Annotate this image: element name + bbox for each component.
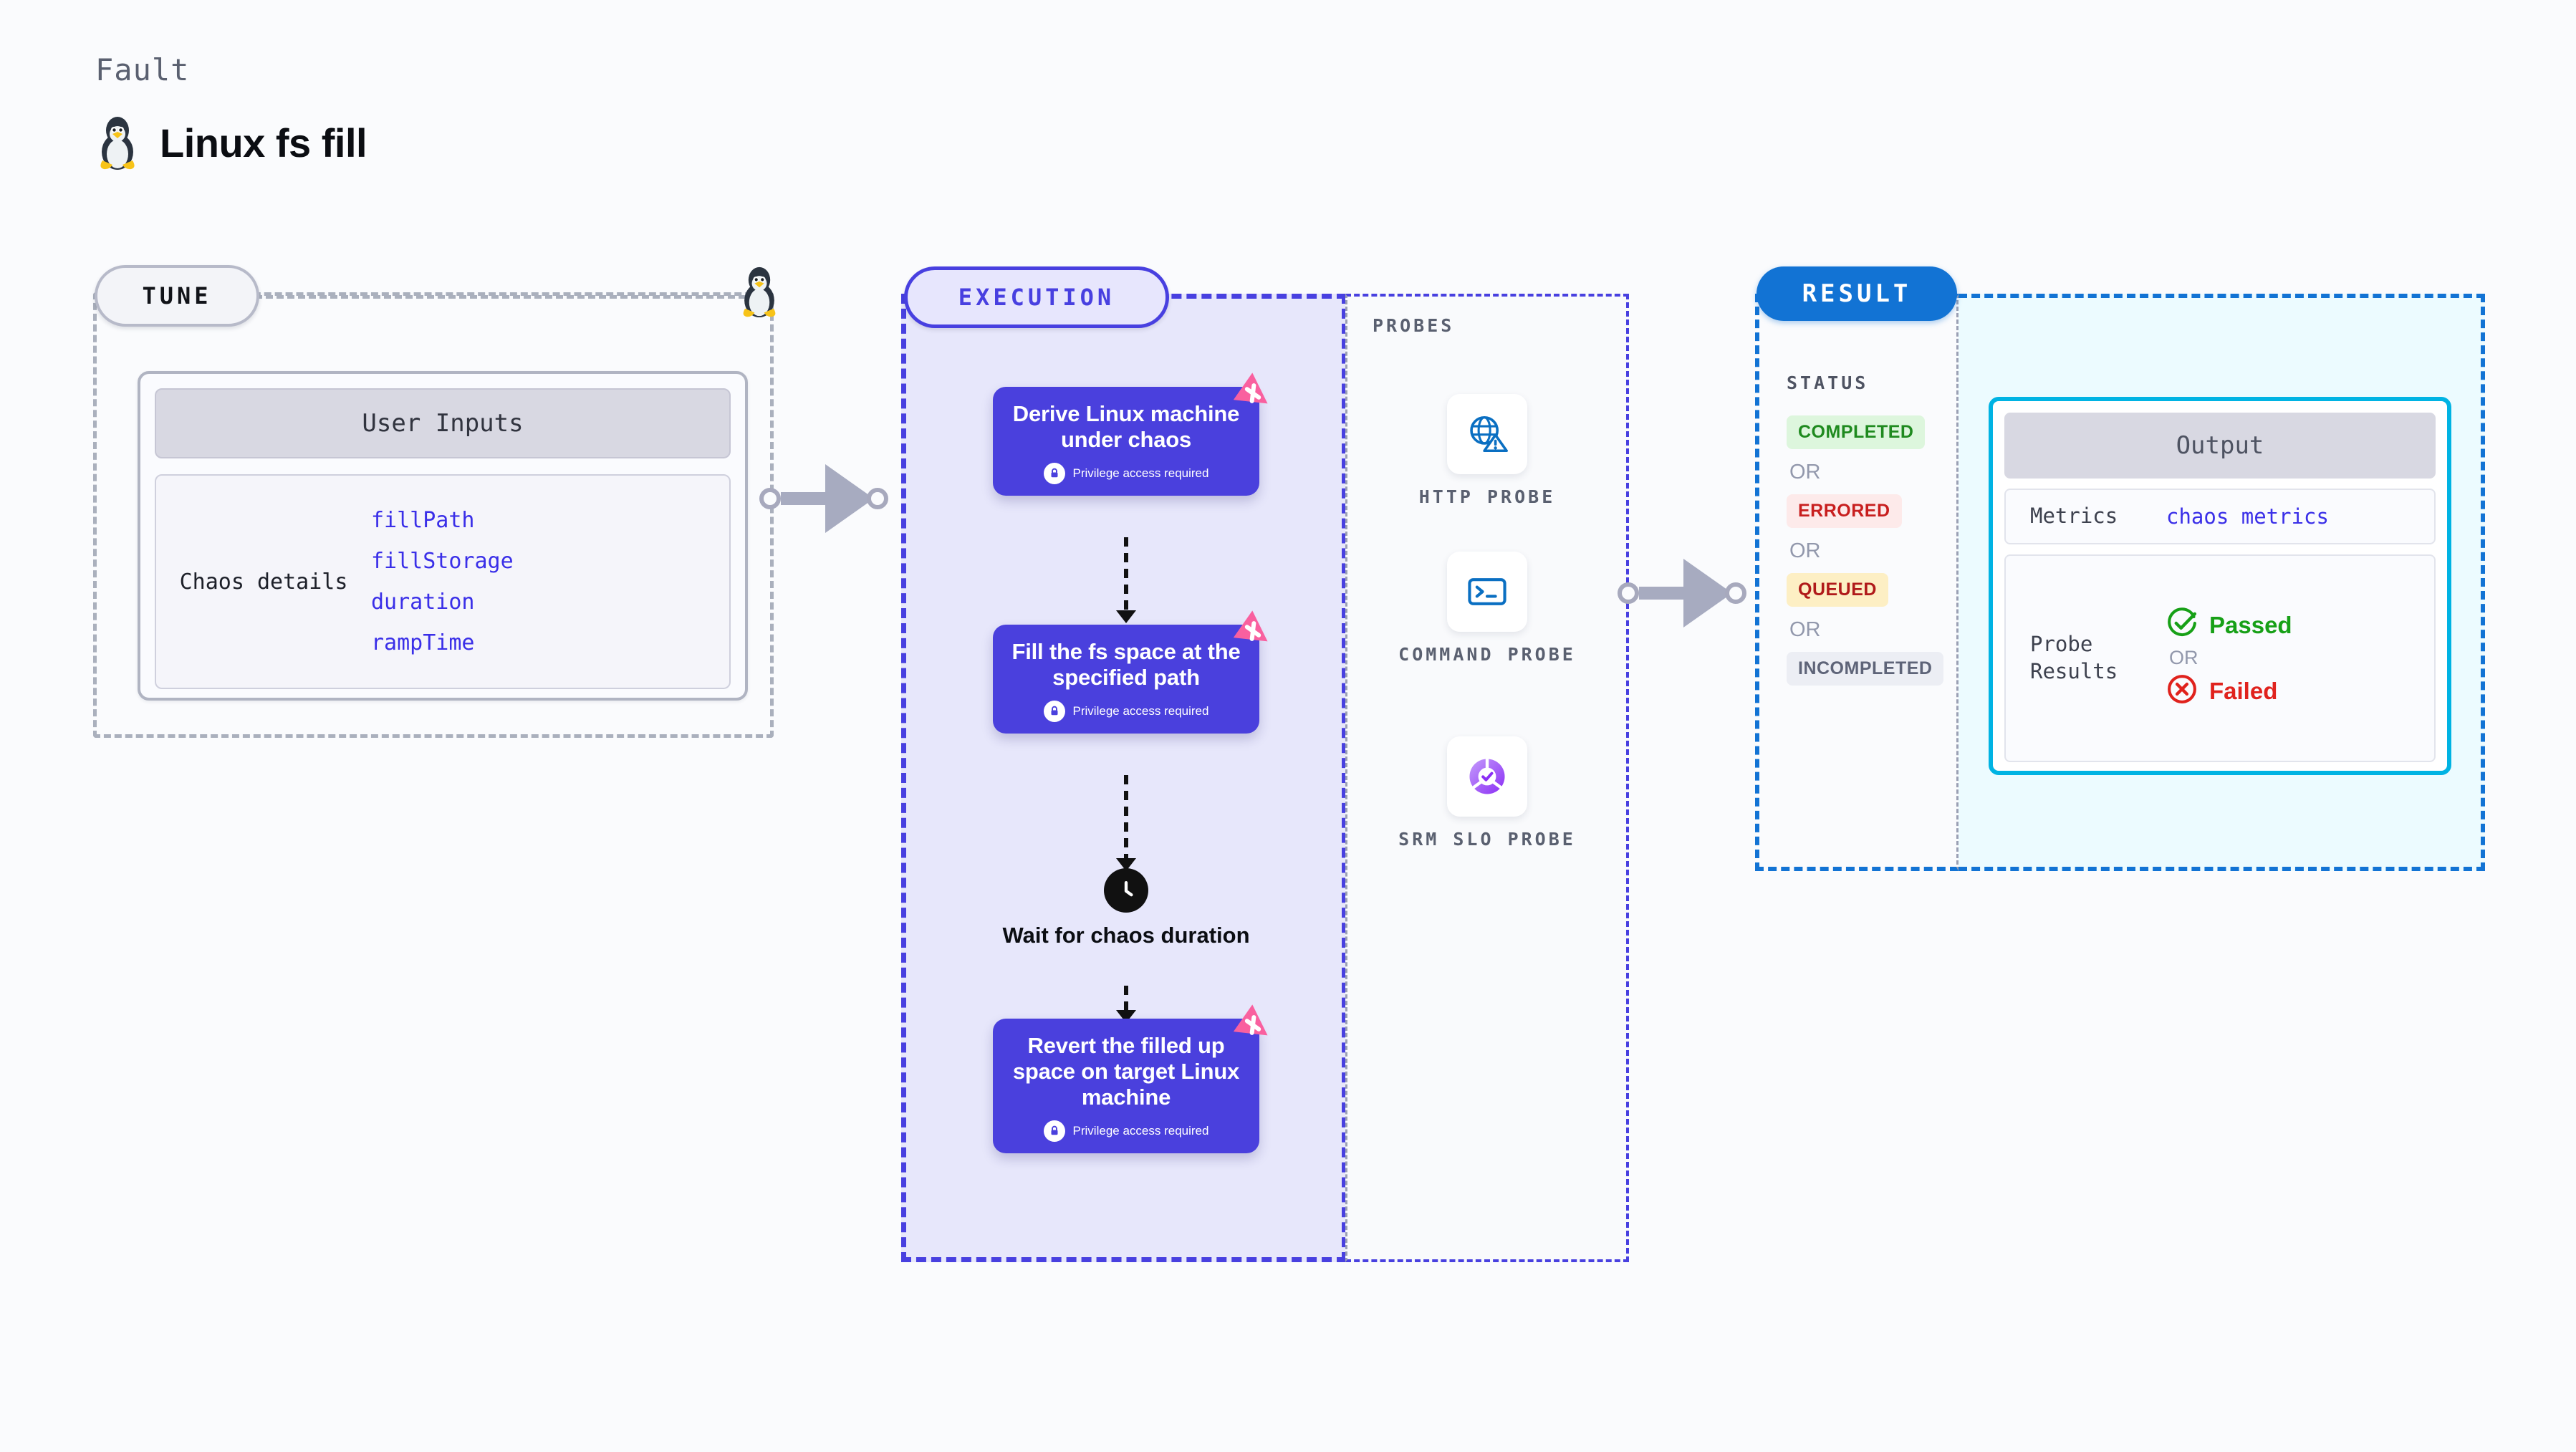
execution-phase-badge[interactable]: EXECUTION — [904, 266, 1169, 328]
chaos-param-fillpath[interactable]: fillPath — [371, 508, 475, 533]
probe-result-failed-label: Failed — [2209, 677, 2278, 704]
check-circle-icon — [2166, 607, 2198, 643]
connector-handle-start[interactable] — [1618, 582, 1639, 604]
tux-penguin-icon — [738, 265, 781, 318]
connector-handle-end[interactable] — [867, 488, 888, 509]
status-list: COMPLETED OR ERRORED OR QUEUED OR INCOMP… — [1787, 415, 1951, 686]
probe-label-command: COMMAND PROBE — [1398, 644, 1576, 665]
output-probe-results-key: Probe Results — [2030, 632, 2118, 683]
result-phase-badge[interactable]: RESULT — [1756, 266, 1957, 321]
connector-handle-start[interactable] — [759, 488, 781, 509]
connector-bar — [1639, 587, 1685, 600]
privilege-note-text: Privilege access required — [1072, 466, 1209, 480]
chaos-details-label: Chaos details — [179, 569, 348, 595]
connector-step1-to-step2 — [1116, 537, 1136, 623]
probe-item-srm-slo[interactable]: SRM SLO PROBE — [1380, 736, 1595, 851]
chaos-param-fillstorage[interactable]: fillStorage — [371, 549, 514, 574]
status-or-label: OR — [1789, 461, 1821, 484]
fault-kicker-label: Fault — [95, 52, 190, 87]
chaos-param-list: fillPath fillStorage duration rampTime — [371, 508, 514, 655]
page-title: Linux fs fill — [160, 120, 367, 165]
output-metrics-value[interactable]: chaos metrics — [2166, 504, 2329, 529]
probe-result-passed: Passed — [2166, 607, 2292, 643]
connector-probes-to-result — [1618, 559, 1746, 628]
status-badge-errored: ERRORED — [1787, 494, 1902, 528]
privilege-note: Privilege access required — [1043, 700, 1209, 722]
lock-icon — [1043, 700, 1065, 722]
connector-bar — [781, 492, 827, 505]
execution-step-card[interactable]: Fill the fs space at the specified path … — [993, 610, 1268, 734]
execution-step-title: Fill the fs space at the specified path — [1011, 639, 1241, 690]
execution-step-title: Derive Linux machine under chaos — [1012, 401, 1240, 452]
chaos-flag-icon — [1231, 609, 1275, 653]
status-badge-incompleted: INCOMPLETED — [1787, 652, 1944, 686]
status-or-label: OR — [1789, 618, 1821, 641]
status-or-label: OR — [1789, 539, 1821, 562]
globe-warning-icon — [1447, 394, 1527, 474]
privilege-note-text: Privilege access required — [1072, 1123, 1209, 1138]
connector-step2-to-wait — [1116, 775, 1136, 871]
tune-connector-line — [255, 295, 756, 299]
connector-wait-to-step3 — [1116, 986, 1136, 1023]
lock-icon — [1043, 1120, 1065, 1142]
output-card-header: Output — [2004, 413, 2436, 479]
fault-title-row: Linux fs fill — [95, 115, 367, 170]
probe-result-passed-label: Passed — [2209, 611, 2292, 638]
output-card: Output Metrics chaos metrics Probe Resul… — [1989, 397, 2451, 775]
status-badge-queued: QUEUED — [1787, 573, 1888, 607]
probe-label-srm-slo: SRM SLO PROBE — [1398, 829, 1576, 850]
tune-phase-badge[interactable]: TUNE — [95, 265, 259, 327]
wait-node: Wait for chaos duration — [993, 868, 1259, 949]
connector-handle-end[interactable] — [1725, 582, 1746, 604]
user-inputs-header: User Inputs — [155, 388, 731, 458]
privilege-note-text: Privilege access required — [1072, 703, 1209, 718]
probes-heading: PROBES — [1373, 315, 1455, 336]
execution-step-title: Revert the filled up space on target Lin… — [1012, 1033, 1240, 1110]
chaos-details-box: Chaos details fillPath fillStorage durat… — [155, 474, 731, 689]
probe-label-http: HTTP PROBE — [1418, 486, 1556, 507]
privilege-note: Privilege access required — [1043, 462, 1209, 484]
output-probe-results-values: Passed OR Failed — [2166, 607, 2292, 708]
output-row-probe-results: Probe Results Passed OR — [2004, 554, 2436, 762]
connector-arrowhead — [1683, 559, 1732, 628]
output-metrics-key: Metrics — [2030, 504, 2118, 528]
execution-step-card[interactable]: Revert the filled up space on target Lin… — [993, 1004, 1268, 1153]
output-row-metrics: Metrics chaos metrics — [2004, 489, 2436, 544]
wait-node-label: Wait for chaos duration — [1002, 923, 1250, 948]
probe-item-http[interactable]: HTTP PROBE — [1380, 394, 1595, 509]
chaos-flag-icon — [1231, 371, 1275, 415]
tux-penguin-icon — [95, 115, 140, 170]
probe-result-or-label: OR — [2169, 647, 2198, 669]
privilege-note: Privilege access required — [1043, 1120, 1209, 1142]
chaos-param-ramptime[interactable]: rampTime — [371, 630, 475, 655]
terminal-icon — [1447, 552, 1527, 632]
chaos-param-duration[interactable]: duration — [371, 590, 475, 615]
chaos-flag-icon — [1231, 1003, 1275, 1047]
slo-donut-check-icon — [1447, 736, 1527, 817]
connector-tune-to-execution — [759, 464, 888, 533]
probe-result-failed: Failed — [2166, 673, 2292, 708]
probe-item-command[interactable]: COMMAND PROBE — [1380, 552, 1595, 666]
execution-step-card[interactable]: Derive Linux machine under chaos Privile… — [993, 372, 1268, 496]
lock-icon — [1043, 462, 1065, 484]
status-heading: STATUS — [1787, 372, 1869, 393]
x-circle-icon — [2166, 673, 2198, 708]
tune-region — [93, 292, 774, 738]
status-badge-completed: COMPLETED — [1787, 415, 1926, 449]
user-inputs-card: User Inputs Chaos details fillPath fillS… — [138, 371, 748, 701]
connector-arrowhead — [825, 464, 874, 533]
clock-icon — [1104, 868, 1148, 913]
